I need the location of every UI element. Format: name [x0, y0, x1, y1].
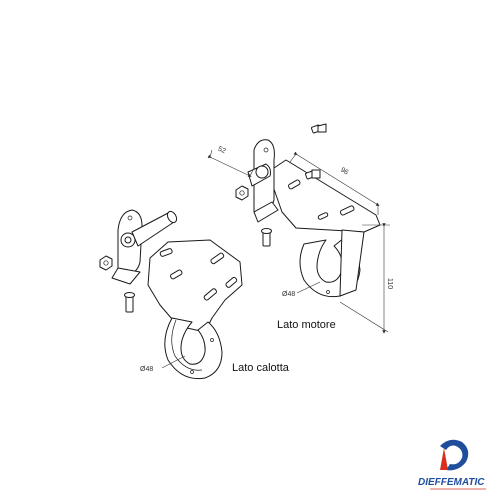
left-bracket-assembly: Ø48	[99, 209, 243, 380]
left-mounting-plate	[147, 239, 243, 333]
right-bolt-top	[310, 123, 327, 134]
logo-wordmark: DIEFFEMATIC	[418, 477, 485, 488]
left-cup-support	[164, 317, 223, 380]
left-bolt	[124, 292, 135, 313]
dimension-110: 110	[339, 223, 393, 334]
svg-text:110: 110	[386, 278, 393, 289]
dimension-96: 96	[289, 151, 380, 215]
right-diameter-label: Ø48	[282, 291, 295, 298]
caption-lato-motore: Lato motore	[277, 319, 336, 331]
dimension-52: 52	[207, 146, 255, 177]
right-bolt-mid	[304, 169, 321, 180]
logo-mark-icon	[440, 439, 469, 471]
right-bracket-assembly: 52 96 110 Ø48	[207, 123, 393, 334]
svg-text:52: 52	[217, 146, 227, 156]
right-nut	[235, 185, 249, 201]
left-diameter-label: Ø48	[140, 366, 153, 373]
caption-lato-calotta: Lato calotta	[232, 362, 290, 374]
svg-text:96: 96	[339, 166, 349, 176]
dieffematic-logo: DIEFFEMATIC	[418, 439, 486, 490]
left-nut	[99, 255, 113, 271]
right-bolt-lower	[261, 228, 272, 247]
